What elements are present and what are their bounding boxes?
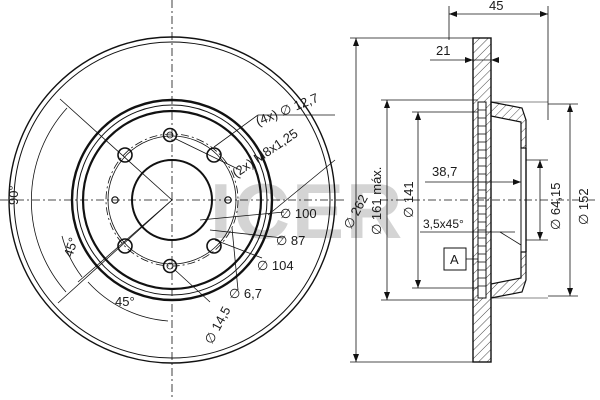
threaded-hole-core: [166, 262, 174, 270]
arrow: [567, 288, 573, 296]
diameter-104-label: ∅ 104: [257, 258, 294, 273]
friction-ring-step: [76, 104, 268, 296]
angle-45-left-label: 45°: [61, 236, 81, 259]
leader-87: [209, 229, 284, 239]
arrow: [415, 112, 421, 120]
arrow: [465, 57, 473, 63]
threaded-hole-core: [166, 131, 174, 139]
angle-45-bottom-label: 45°: [115, 294, 135, 309]
leader-chamfer-tip: [499, 231, 522, 246]
arrow: [415, 280, 421, 288]
leader-14-5: [174, 269, 211, 303]
diameter-14-5-label: ∅ 14,5: [201, 304, 233, 347]
diameter-152-label: ∅ 152: [576, 188, 591, 225]
angle-ray: [59, 98, 173, 201]
leader-262: [267, 159, 336, 216]
leader-6-7: [231, 227, 239, 291]
arrow: [567, 104, 573, 112]
arrow: [353, 354, 359, 362]
locating-hole: [111, 196, 119, 204]
arrow: [384, 292, 390, 300]
angle-arc-45-left: [61, 235, 83, 278]
hat-step-circle: [81, 109, 263, 291]
angle-arc-45-bottom: [87, 281, 169, 322]
wheel-hole: [117, 147, 133, 163]
angle-90-label: 90°: [6, 185, 21, 205]
leader-threads: [175, 138, 241, 171]
threaded-holes: [162, 127, 178, 274]
wheel-hole: [206, 238, 222, 254]
bolt-circle: [105, 133, 239, 267]
diameter-100-label: ∅ 100: [280, 206, 317, 221]
arrow: [353, 38, 359, 46]
brand-watermark: ICER: [210, 167, 404, 255]
arrow: [449, 11, 457, 17]
disc-outer-edge: [8, 36, 336, 364]
diameter-141-label: ∅ 141: [401, 181, 416, 218]
chamfer-label: 3,5x45°: [423, 217, 464, 231]
wheel-hole: [117, 238, 133, 254]
diameter-87-label: ∅ 87: [276, 233, 305, 248]
threaded-hole: [162, 258, 178, 274]
side-view: [350, 6, 595, 363]
leader-holes: [213, 114, 259, 148]
datum-label: A: [450, 252, 459, 267]
arrow: [491, 57, 499, 63]
diameter-6-7-label: ∅ 6,7: [229, 286, 262, 301]
arrow: [537, 232, 543, 240]
width-45-label: 45: [489, 0, 503, 13]
hub-depth-label: 38,7: [432, 164, 457, 179]
hat-section-upper: [490, 101, 527, 149]
friction-ring-inner-edge: [70, 98, 274, 302]
diameter-161-label: ∅ 161 máx.: [369, 167, 384, 235]
leader-104: [214, 239, 263, 259]
locating-hole: [224, 196, 232, 204]
arrow: [537, 160, 543, 168]
wheel-holes: [117, 147, 222, 254]
hat-section-lower: [490, 251, 527, 299]
front-view: [0, 0, 345, 400]
arrow: [384, 100, 390, 108]
angle-ray: [77, 199, 173, 283]
angle-ray: [57, 199, 173, 304]
wheel-hole: [206, 147, 222, 163]
threaded-hole: [162, 127, 178, 143]
center-bore: [131, 159, 213, 241]
width-21-label: 21: [436, 43, 450, 58]
angle-arc-90: [31, 107, 68, 293]
diameter-64-15-label: ∅ 64,15: [548, 183, 563, 230]
arrow: [540, 11, 548, 17]
vent-fin-ticks: [478, 109, 486, 287]
disc-outer-edge-inner: [13, 41, 331, 359]
arrow: [513, 179, 521, 185]
